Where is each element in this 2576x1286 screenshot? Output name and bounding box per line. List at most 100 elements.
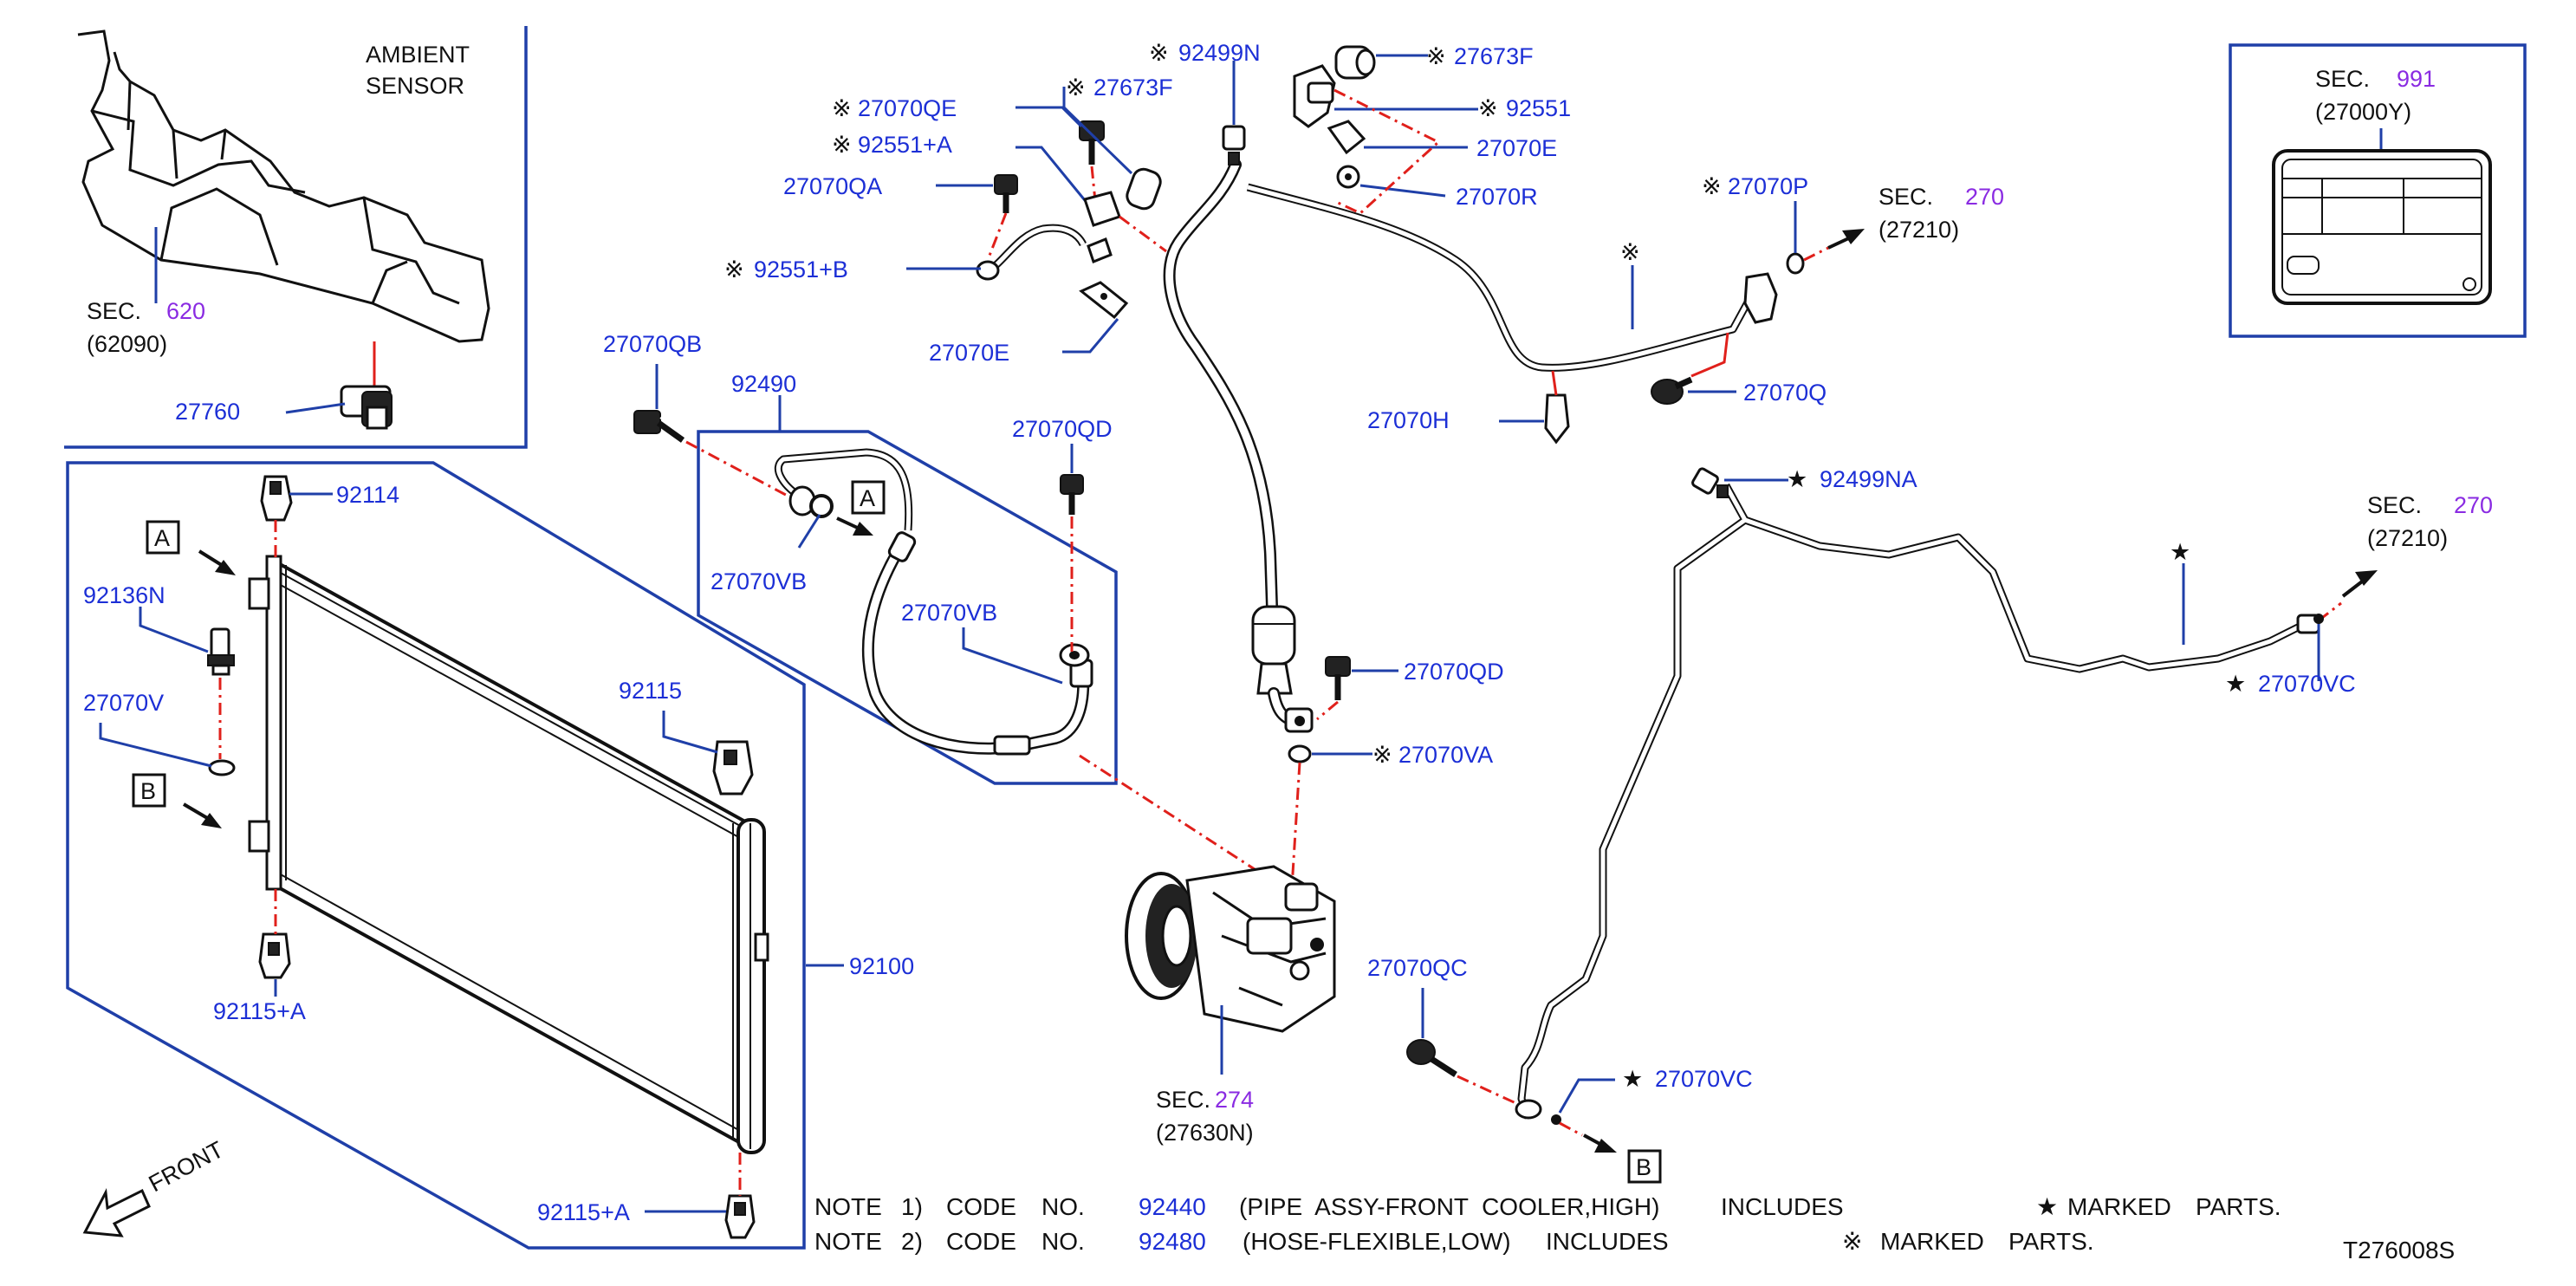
svg-text:NO.: NO. <box>1041 1228 1085 1255</box>
label-27070VC-1: 27070VC <box>2258 671 2356 697</box>
bolt-27070QB <box>633 410 685 443</box>
sec620-sub: (62090) <box>87 331 167 357</box>
leader-27070QE <box>1015 106 1083 128</box>
sec620-number: 620 <box>166 298 205 324</box>
label-27070P: 27070P <box>1728 173 1808 199</box>
svg-text:92440: 92440 <box>1139 1193 1206 1220</box>
label-92115a-left: 92115+A <box>213 998 306 1024</box>
ambient-sensor-title-line1: AMBIENT <box>366 42 470 68</box>
bolt-27070QD-lower <box>1325 656 1351 700</box>
low-hose-tube-upper-inner <box>775 450 912 531</box>
box-b-pipe <box>1627 1149 1662 1184</box>
svg-text:INCLUDES: INCLUDES <box>1721 1193 1844 1220</box>
svg-text:CODE: CODE <box>946 1193 1016 1220</box>
kome-27673F-1: ※ <box>1066 75 1086 101</box>
redline-27070VA <box>1289 762 1301 902</box>
kome-92551B: ※ <box>724 257 744 283</box>
bracket-27070E-lower <box>1079 281 1129 320</box>
front-label: FRONT <box>145 1136 228 1197</box>
label-27070R: 27070R <box>1456 184 1538 210</box>
condenser-frame <box>66 461 806 1250</box>
front-bumper-outline <box>77 29 490 343</box>
svg-text:INCLUDES: INCLUDES <box>1546 1228 1669 1255</box>
bracket-27070E-upper <box>1327 120 1366 155</box>
label-92114: 92114 <box>336 482 399 508</box>
label-27070VC-2: 27070VC <box>1655 1066 1753 1092</box>
bracket-92114 <box>260 475 293 522</box>
leader-27070R <box>1359 184 1446 198</box>
diagram-id: T276008S <box>2343 1237 2455 1263</box>
label-27070QB: 27070QB <box>603 331 702 357</box>
high-pipe-end-lower <box>1515 1099 1542 1120</box>
bolt-27070Q <box>1651 376 1693 405</box>
oring-27070VC-1 <box>2313 614 2324 624</box>
svg-text:(HOSE-FLEXIBLE,LOW): (HOSE-FLEXIBLE,LOW) <box>1243 1228 1511 1255</box>
ambient-sensor-frame <box>64 26 528 449</box>
label-27070VB-1: 27070VB <box>711 568 807 594</box>
oring-27070V <box>208 759 236 776</box>
suction-pipe-right-inner <box>1247 185 1756 370</box>
bolt-27070QD-upper <box>1060 474 1084 515</box>
cap-92499N <box>1222 125 1246 166</box>
oring-27070VC-2 <box>1551 1114 1561 1125</box>
kome-27070VA: ※ <box>1372 742 1392 768</box>
suction-hose-main-inner <box>1165 160 1276 611</box>
sec274-sub: (27630N) <box>1156 1120 1254 1146</box>
leader-27070VC-2 <box>1558 1078 1615 1114</box>
condenser-core <box>270 556 747 1149</box>
sec274-prefix: SEC. <box>1156 1087 1210 1113</box>
leader-27070VB-1 <box>797 514 821 549</box>
redline-27070H <box>1551 370 1558 396</box>
label-92490: 92490 <box>731 371 796 397</box>
leader-92115 <box>662 711 718 754</box>
redline-27070VC-2 <box>1559 1121 1583 1137</box>
arrowhead-a-hose <box>853 522 873 536</box>
oring-27070VA <box>1288 744 1312 763</box>
arrowhead-sec270b <box>2355 570 2378 586</box>
label-92136N: 92136N <box>83 582 165 608</box>
box-a-hose-text: A <box>860 485 875 511</box>
suction-hose-fitting-lower <box>1284 707 1314 733</box>
low-hose-fitting-a <box>788 485 834 518</box>
svg-text:NOTE: NOTE <box>814 1193 882 1220</box>
sec991-prefix: SEC. <box>2315 66 2370 92</box>
label-27070QD-1: 27070QD <box>1012 416 1113 442</box>
box-a-hose <box>851 480 886 515</box>
svg-text:NOTE: NOTE <box>814 1228 882 1255</box>
label-92551A: 92551+A <box>858 132 952 158</box>
oring-27070P <box>1786 252 1805 275</box>
sec991-sub: (27000Y) <box>2315 99 2411 125</box>
arrowhead-b-pipe <box>1594 1139 1617 1153</box>
suction-hose-muffler <box>1251 605 1296 695</box>
star-92499NA: ★ <box>1787 466 1807 492</box>
nut-27070R <box>1336 165 1360 189</box>
label-box-frame <box>2229 43 2527 338</box>
redline-27070QE <box>1090 166 1097 202</box>
star-27070VC-2: ★ <box>1622 1066 1643 1092</box>
box-b-pipe-text: B <box>1636 1154 1651 1180</box>
ambient-sensor-title-line2: SENSOR <box>366 73 464 99</box>
redline-27070QD-2 <box>1316 700 1339 721</box>
suction-pipe-right <box>1246 183 1757 372</box>
sec270b-prefix: SEC. <box>2367 492 2422 518</box>
bracket-92115 <box>712 740 754 796</box>
svg-text:92480: 92480 <box>1139 1228 1206 1255</box>
kome-92499N: ※ <box>1149 40 1169 66</box>
label-92115a-bottom: 92115+A <box>537 1199 630 1225</box>
kome-92551: ※ <box>1478 95 1498 121</box>
kome-pipe: ※ <box>1620 239 1640 265</box>
label-92551B: 92551+B <box>754 257 848 283</box>
label-27070QC: 27070QC <box>1367 955 1468 981</box>
redline-27070QA <box>986 212 1008 261</box>
label-27070H: 27070H <box>1367 407 1450 433</box>
label-27070Q: 27070Q <box>1743 380 1827 406</box>
low-hose-main <box>861 540 1090 755</box>
label-92499NA: 92499NA <box>1820 466 1917 492</box>
sec991-number: 991 <box>2397 66 2436 92</box>
sec270b-sub: (27210) <box>2367 525 2448 551</box>
pressure-sensor-92136N <box>207 627 235 676</box>
leader-27673F-1 <box>1062 87 1133 175</box>
label-27070VB-2: 27070VB <box>901 600 997 626</box>
svg-text:MARKED: MARKED <box>1880 1228 1984 1255</box>
arrowhead-sec270a <box>1842 229 1865 244</box>
